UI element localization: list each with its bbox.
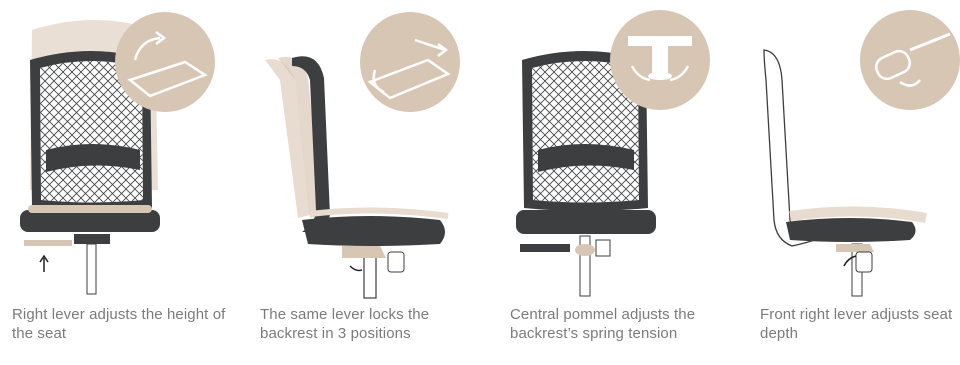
knob-rotate-icon — [860, 10, 960, 110]
panel-spring-tension: Central pommel adjusts the backrest’s sp… — [500, 0, 740, 365]
pommel-rotate-icon — [610, 10, 710, 110]
chair-front-height-illustration — [0, 0, 240, 300]
caption-spring-tension: Central pommel adjusts the backrest’s sp… — [510, 305, 725, 343]
lever-up-icon — [115, 12, 215, 112]
lever-lock-icon — [360, 12, 460, 112]
panel-seat-height: Right lever adjusts the height of the se… — [0, 0, 240, 365]
chair-front-pommel-illustration — [500, 0, 740, 300]
chair-side-lock-illustration — [250, 0, 490, 300]
caption-seat-depth: Front right lever adjusts seat depth — [760, 305, 960, 343]
panel-seat-depth: Front right lever adjusts seat depth — [750, 0, 960, 365]
chair-side-depth-illustration — [750, 0, 960, 300]
caption-backrest-lock: The same lever locks the backrest in 3 p… — [260, 305, 475, 343]
panel-backrest-lock: The same lever locks the backrest in 3 p… — [250, 0, 490, 365]
caption-seat-height: Right lever adjusts the height of the se… — [12, 305, 227, 343]
